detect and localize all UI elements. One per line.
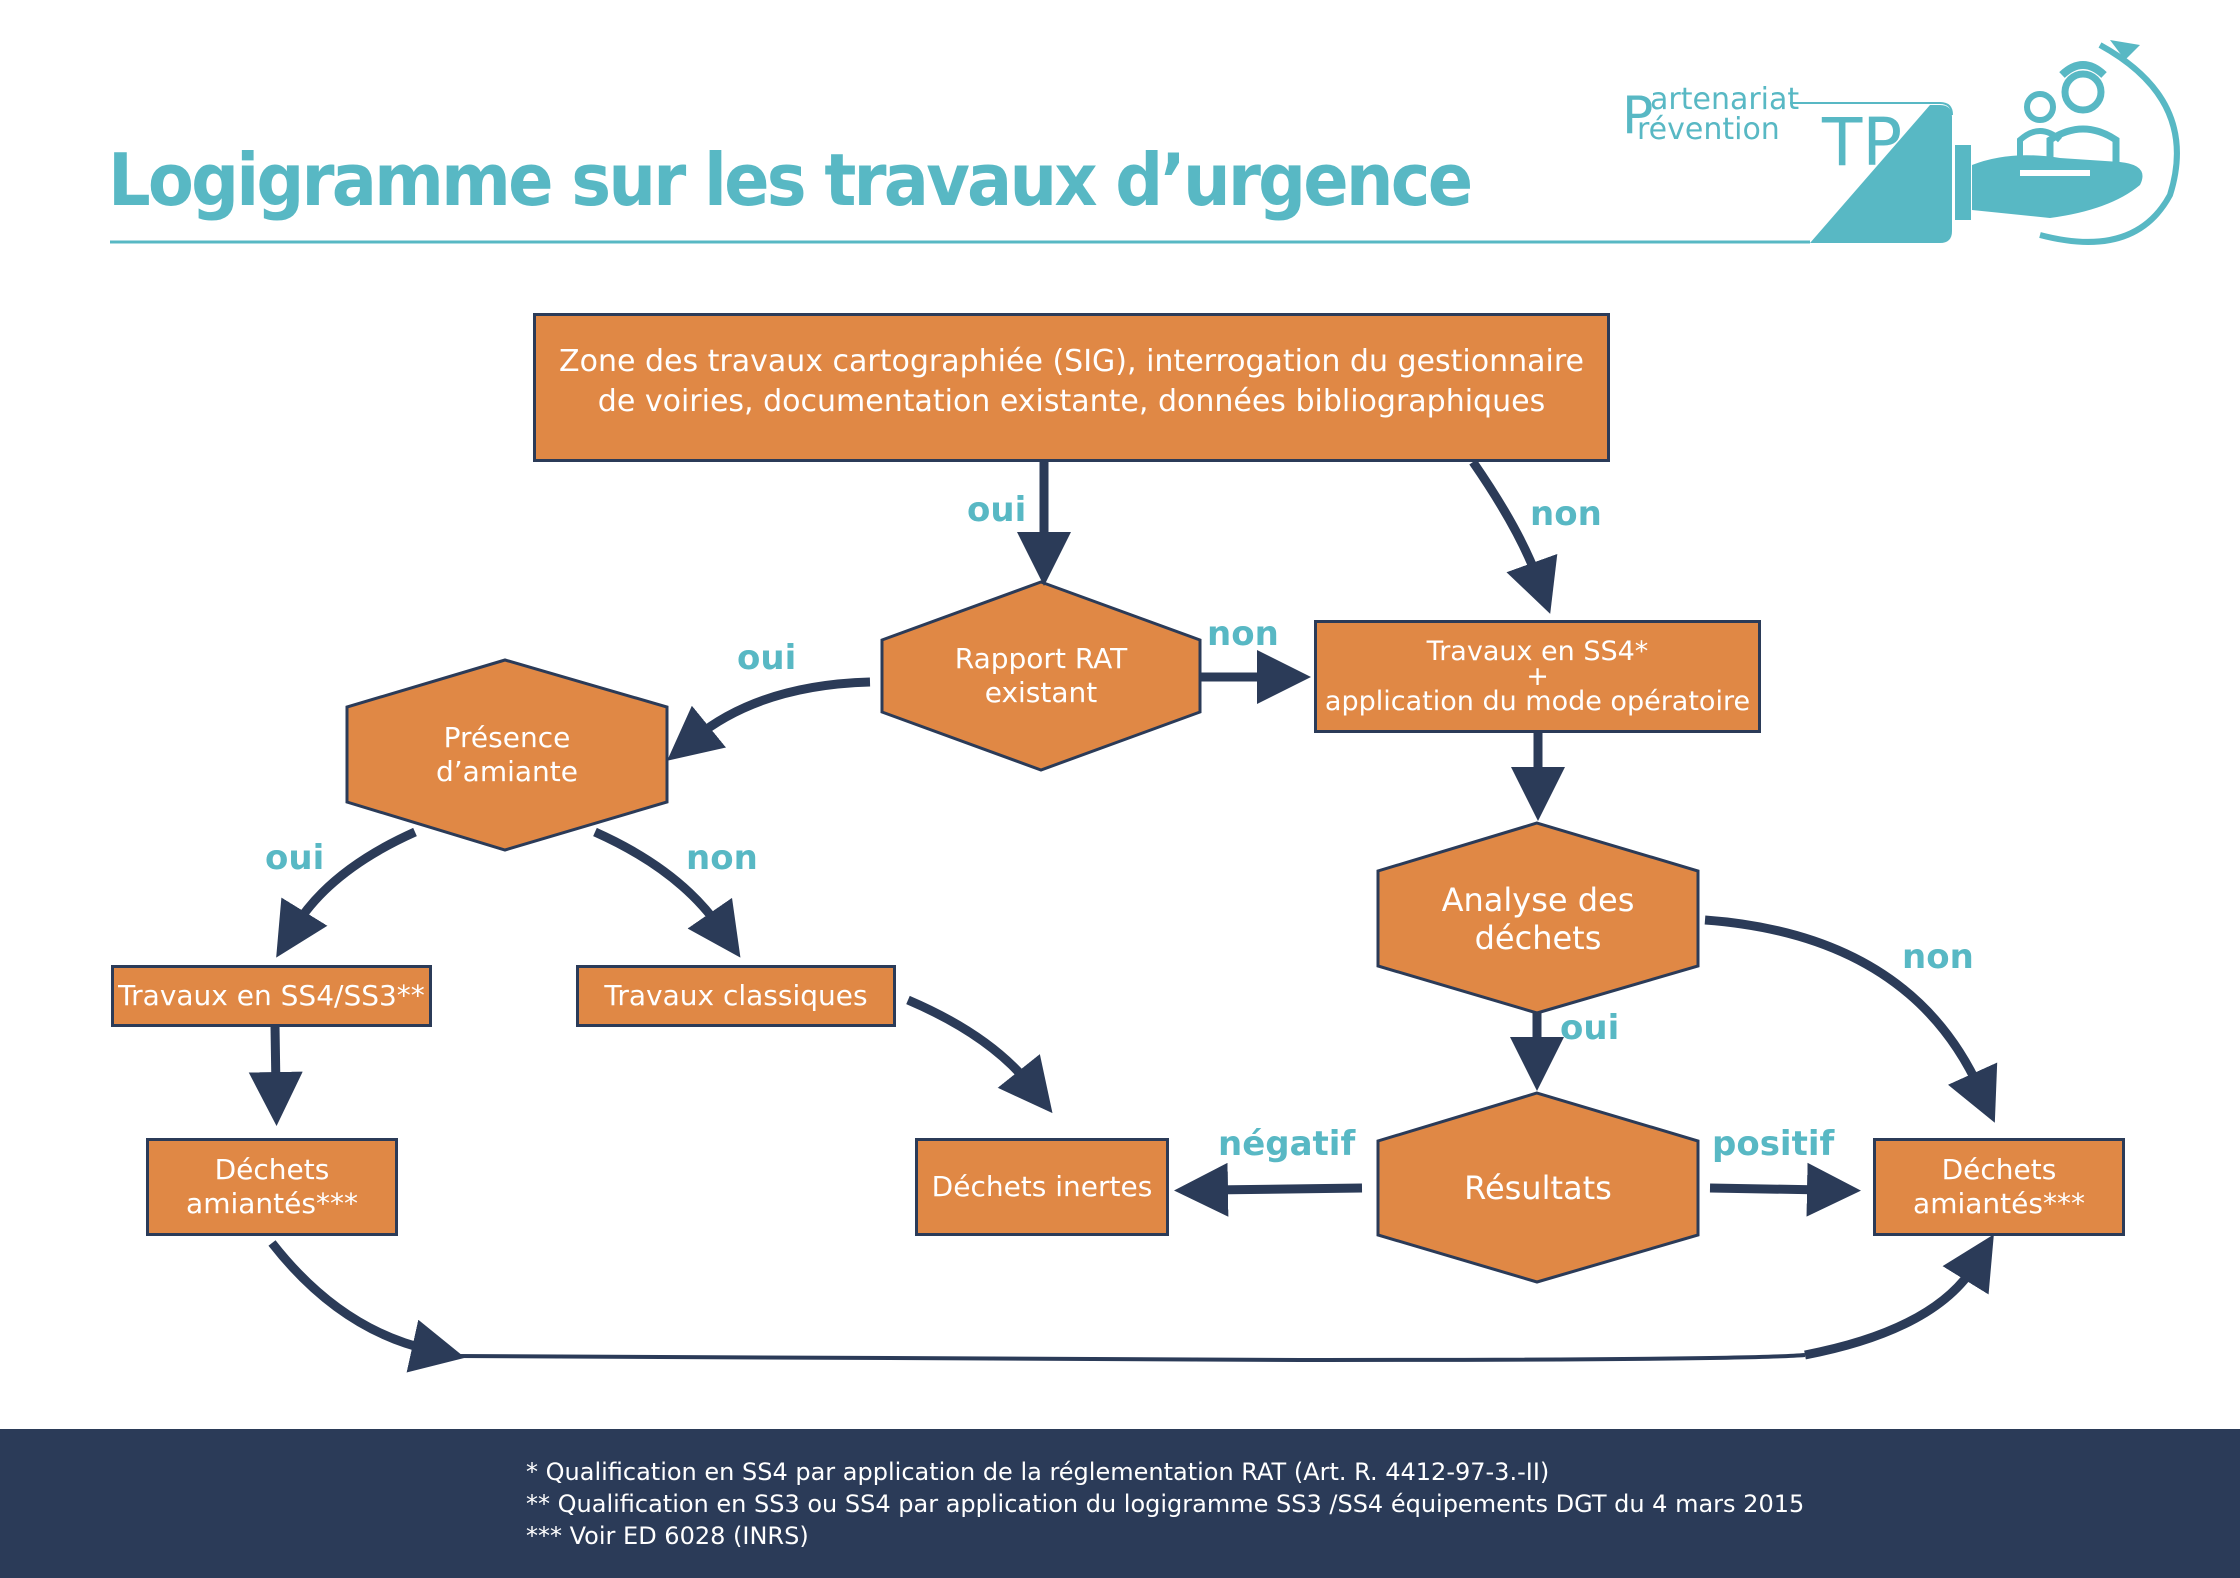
- node-dechets-amiantes-right: Déchets amiantés***: [1873, 1138, 2125, 1236]
- label-start-oui: oui: [967, 490, 1027, 530]
- footnote-3: *** Voir ED 6028 (INRS): [526, 1522, 809, 1550]
- connector-bottom-line: [454, 1353, 1806, 1363]
- label-rat-non: non: [1207, 614, 1279, 654]
- hex-presence-amiante-text: Présence d’amiante: [347, 707, 667, 802]
- hex-rapport-rat: [880, 580, 1202, 772]
- label-amiante-non: non: [686, 838, 758, 878]
- label-analyse-non: non: [1902, 937, 1974, 977]
- resultats-label: Résultats: [1464, 1169, 1612, 1207]
- label-start-non: non: [1530, 494, 1602, 534]
- label-analyse-oui: oui: [1560, 1008, 1620, 1048]
- partenariat-prevention-tp-logo: P artenariat révention TP: [110, 40, 2180, 245]
- hex-resultats: [1376, 1091, 1700, 1284]
- page-title: Logigramme sur les travaux d’urgence: [108, 138, 1473, 222]
- arrow-start-to-ss4: [1469, 459, 1558, 614]
- footnote-1: * Qualification en SS4 par application d…: [526, 1458, 1550, 1486]
- node-dechets-amiantes-left: Déchets amiantés***: [146, 1138, 398, 1236]
- node-dechets-inertes: Déchets inertes: [915, 1138, 1169, 1236]
- analyse-dechets-label: Analyse des déchets: [1441, 880, 1635, 957]
- hex-presence-amiante: [345, 658, 669, 852]
- rapport-rat-label: Rapport RAT existant: [954, 642, 1128, 709]
- logo-line2: révention: [1637, 112, 1780, 147]
- flowchart: [248, 459, 1998, 1373]
- hand-holding-workers-icon: [1955, 40, 2180, 245]
- arrow-resultats-to-dechets-right: [1709, 1162, 1861, 1217]
- footer-band: [0, 1429, 2240, 1578]
- arrow-analyse-to-dechets-right: [1704, 915, 1998, 1123]
- node-dechets-amiantes-right-text: Déchets amiantés***: [1913, 1153, 2085, 1220]
- logo-tp: TP: [1821, 104, 1902, 181]
- arrow-classiques-to-inertes: [906, 995, 1053, 1114]
- arrow-amiante-to-ss4ss3: [276, 827, 417, 958]
- footnote-2: ** Qualification en SS3 ou SS4 par appli…: [526, 1490, 1805, 1518]
- logo-banner-outline: [1790, 102, 1953, 116]
- arrow-resultats-to-inertes: [1174, 1162, 1363, 1217]
- logo-initial: P: [1622, 86, 1653, 146]
- node-start: Zone des travaux cartographiée (SIG), in…: [533, 313, 1610, 462]
- presence-amiante-label: Présence d’amiante: [436, 720, 578, 788]
- node-travaux-ss4-ss3-text: Travaux en SS4/SS3**: [118, 979, 425, 1012]
- arrow-bottom-to-dechets-right: [1804, 1234, 1994, 1360]
- hex-analyse-dechets-text: Analyse des déchets: [1378, 871, 1698, 966]
- arrow-dechets-left-to-bottom: [268, 1240, 466, 1373]
- hex-resultats-text: Résultats: [1378, 1141, 1698, 1235]
- footer-notes: * Qualification en SS4 par application d…: [526, 1456, 1804, 1552]
- logo-banner-shape: [1810, 105, 1952, 243]
- label-resultats-positif: positif: [1712, 1124, 1835, 1164]
- label-rat-oui: oui: [737, 638, 797, 678]
- node-dechets-inertes-text: Déchets inertes: [931, 1170, 1153, 1203]
- node-travaux-classiques: Travaux classiques: [576, 965, 896, 1027]
- node-travaux-ss4-ss3: Travaux en SS4/SS3**: [111, 965, 432, 1027]
- logo-line1: artenariat: [1650, 82, 1799, 117]
- node-dechets-amiantes-left-text: Déchets amiantés***: [186, 1153, 358, 1220]
- node-start-text: Zone des travaux cartographiée (SIG), in…: [559, 343, 1584, 419]
- node-travaux-ss4: Travaux en SS4* + application du mode op…: [1314, 620, 1761, 733]
- node-travaux-ss4-text: Travaux en SS4* + application du mode op…: [1324, 636, 1751, 717]
- label-resultats-negatif: négatif: [1218, 1124, 1356, 1164]
- node-travaux-classiques-text: Travaux classiques: [604, 979, 868, 1012]
- label-amiante-oui: oui: [265, 838, 325, 878]
- arrow-amiante-to-classiques: [593, 827, 741, 958]
- arrow-rat-to-amiante: [667, 677, 871, 761]
- arrow-ss4ss3-to-dechets: [248, 1025, 303, 1126]
- hex-rapport-rat-text: Rapport RAT existant: [882, 640, 1200, 712]
